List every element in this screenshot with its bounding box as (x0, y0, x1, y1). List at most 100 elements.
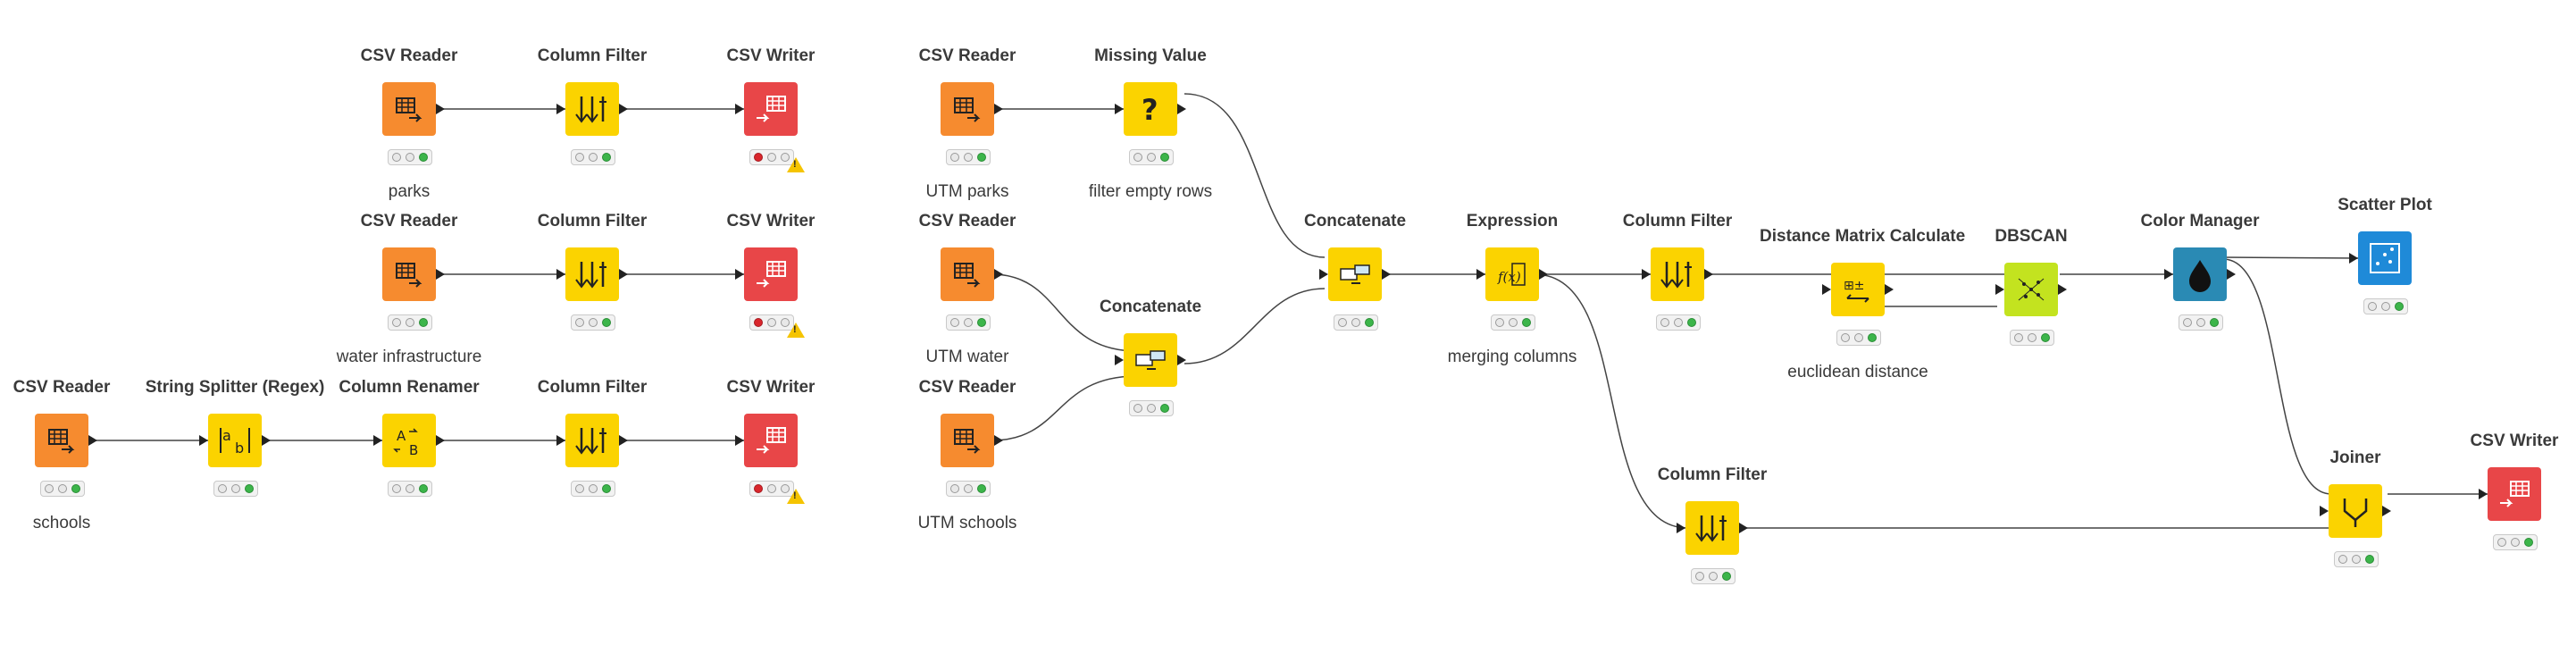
status-light (602, 318, 611, 327)
input-port[interactable] (556, 435, 565, 446)
input-port[interactable] (1319, 269, 1328, 280)
output-port[interactable] (1177, 104, 1186, 114)
output-port[interactable] (994, 104, 1003, 114)
output-port[interactable] (1382, 269, 1391, 280)
node-filter[interactable]: Column Filter (494, 378, 690, 574)
concat-icon[interactable] (1124, 333, 1177, 387)
output-port[interactable] (262, 435, 271, 446)
input-port[interactable] (2164, 269, 2173, 280)
output-port[interactable] (2227, 269, 2236, 280)
reader-icon[interactable] (35, 414, 88, 467)
node-missing[interactable]: Missing Value?filter empty rows (1052, 46, 1249, 243)
input-port[interactable] (1677, 523, 1685, 533)
input-port[interactable] (2479, 489, 2488, 499)
node-concat[interactable]: Concatenate (1257, 212, 1453, 408)
reader-icon[interactable] (941, 82, 994, 136)
workflow-canvas[interactable] (0, 0, 2576, 626)
reader-icon[interactable] (382, 82, 436, 136)
node-writer[interactable]: CSV Writer! (673, 378, 869, 574)
input-port[interactable] (199, 435, 208, 446)
reader-icon[interactable] (382, 247, 436, 301)
node-distance[interactable]: Distance Matrix Calculate⊞±euclidean dis… (1760, 227, 1965, 423)
scatter-icon[interactable] (2358, 231, 2412, 285)
color-icon[interactable] (2173, 247, 2227, 301)
input-port[interactable] (1115, 355, 1124, 365)
input-port[interactable] (1642, 269, 1651, 280)
filter-icon[interactable] (565, 247, 619, 301)
node-color[interactable]: Color Manager (2102, 212, 2298, 408)
input-port[interactable] (556, 104, 565, 114)
output-port[interactable] (2058, 284, 2067, 295)
output-port[interactable] (994, 269, 1003, 280)
joiner-icon[interactable] (2329, 484, 2382, 538)
node-writer[interactable]: CSV Writer! (673, 46, 869, 243)
node-writer[interactable]: CSV Writer (2416, 432, 2576, 628)
output-port[interactable] (436, 435, 445, 446)
output-port[interactable] (619, 269, 628, 280)
node-scatter[interactable]: Scatter Plot (2287, 196, 2483, 392)
output-port[interactable] (2382, 506, 2391, 516)
node-writer[interactable]: CSV Writer! (673, 212, 869, 408)
distance-icon[interactable]: ⊞± (1831, 263, 1885, 316)
node-status-indicator (571, 149, 615, 165)
filter-icon[interactable] (565, 82, 619, 136)
input-port[interactable] (373, 435, 382, 446)
status-light (1509, 318, 1518, 327)
concat-icon[interactable] (1328, 247, 1382, 301)
writer-icon[interactable] (744, 82, 798, 136)
node-label: parks (388, 182, 431, 201)
output-port[interactable] (619, 104, 628, 114)
node-joiner[interactable]: Joiner (2257, 448, 2454, 645)
output-port[interactable] (619, 435, 628, 446)
input-port[interactable] (2349, 253, 2358, 264)
writer-icon[interactable] (744, 247, 798, 301)
input-port[interactable] (1115, 104, 1124, 114)
reader-icon[interactable] (941, 247, 994, 301)
expression-icon[interactable]: f(x) (1485, 247, 1539, 301)
node-filter[interactable]: Column Filter (494, 212, 690, 408)
missing-icon[interactable]: ? (1124, 82, 1177, 136)
input-port[interactable] (2320, 506, 2329, 516)
output-port[interactable] (1177, 355, 1186, 365)
reader-icon[interactable] (941, 414, 994, 467)
input-port[interactable] (1822, 284, 1831, 295)
writer-icon[interactable] (2488, 467, 2541, 521)
filter-icon[interactable] (565, 414, 619, 467)
input-port[interactable] (556, 269, 565, 280)
input-port[interactable] (735, 269, 744, 280)
output-port[interactable] (1704, 269, 1713, 280)
output-port[interactable] (1739, 523, 1748, 533)
input-port[interactable] (1476, 269, 1485, 280)
writer-icon[interactable] (744, 414, 798, 467)
input-port[interactable] (735, 104, 744, 114)
output-port[interactable] (436, 104, 445, 114)
output-port[interactable] (436, 269, 445, 280)
output-port[interactable] (1885, 284, 1894, 295)
node-concat[interactable]: Concatenate (1052, 297, 1249, 494)
node-label: water infrastructure (336, 348, 482, 366)
output-port[interactable] (1539, 269, 1548, 280)
filter-icon[interactable] (1651, 247, 1704, 301)
node-filter[interactable]: Column Filter (494, 46, 690, 243)
node-filter[interactable]: Column Filter (1614, 465, 1811, 662)
input-port[interactable] (1995, 284, 2004, 295)
output-port[interactable] (994, 435, 1003, 446)
dbscan-icon[interactable] (2004, 263, 2058, 316)
node-filter[interactable]: Column Filter (1579, 212, 1776, 408)
output-port[interactable] (88, 435, 97, 446)
node-dbscan[interactable]: DBSCAN (1933, 227, 2129, 423)
status-light (1160, 404, 1169, 413)
input-port[interactable] (735, 435, 744, 446)
filter-icon[interactable] (1685, 501, 1739, 555)
